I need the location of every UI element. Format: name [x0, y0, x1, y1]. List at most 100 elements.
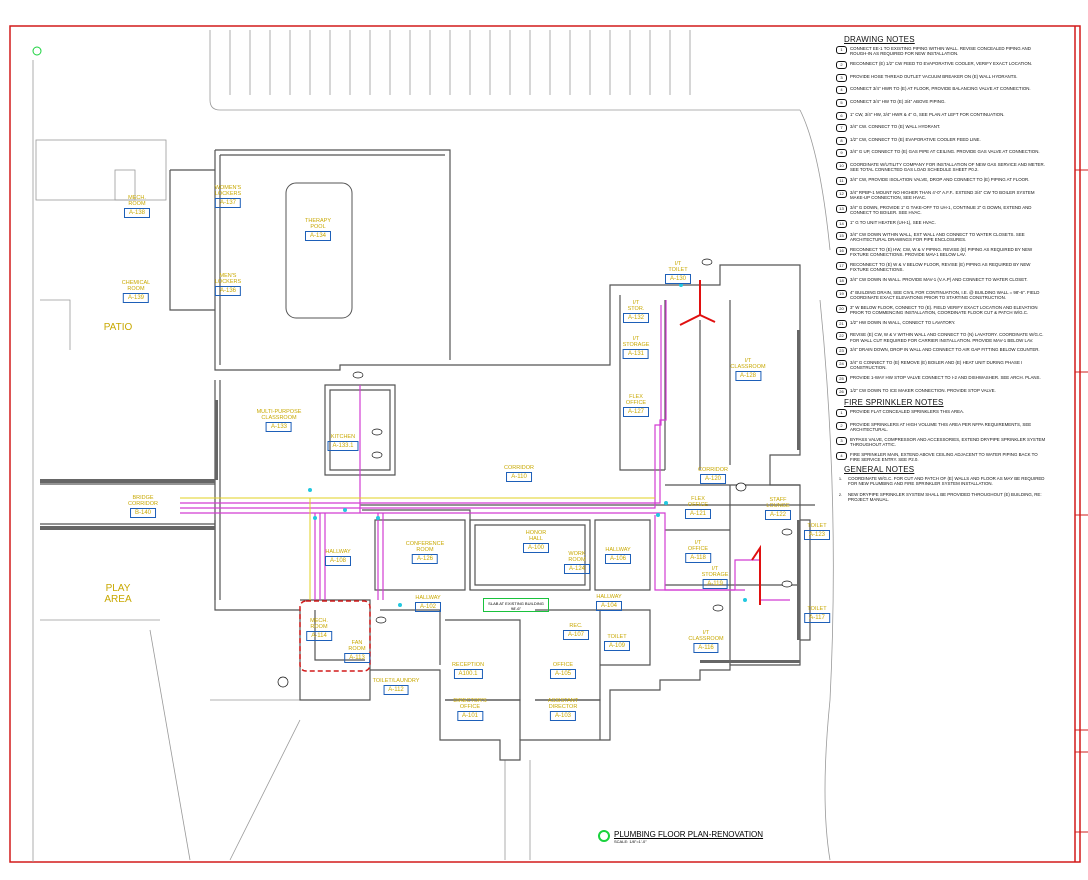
pipe-runs-new [679, 280, 761, 605]
note-number-tag: 11 [836, 176, 847, 185]
note-text: BYPASS VALVE, COMPRESSOR AND ACCESSORIES… [850, 436, 1046, 448]
note-text: PROVIDE SPRINKLERS AT HIGH VOLUME THIS A… [850, 421, 1032, 433]
sheet-border [9, 25, 1081, 863]
note-text: 4" BUILDING DRAIN, SEE CIVIL FOR CONTINU… [850, 289, 1040, 300]
drawing-number-marker-icon [598, 830, 610, 842]
note-number-tag: 15 [836, 232, 847, 241]
demolition-boundary [299, 600, 371, 672]
note-text: 3/4" CW, PROVIDE ISOLATION VALVE, DROP A… [850, 176, 1030, 182]
note-number-tag: 26 [836, 387, 847, 396]
note-number-tag: 3 [836, 436, 847, 445]
drawing-title-block: PLUMBING FLOOR PLAN-RENOVATION SCALE: 1/… [598, 830, 763, 844]
note-text: RECONNECT TO (E) HW, CW, W & V PIPING. R… [850, 247, 1033, 258]
note-text: FIRE SPRINKLER MAIN, EXTEND ABOVE CEILIN… [850, 451, 1038, 463]
window-walls [40, 330, 800, 663]
note-text: NEW DRYPIPE SPRINKLER SYSTEM SHALL BE PR… [848, 491, 1042, 502]
title-block-lines [1075, 169, 1088, 833]
note-number-tag: 17 [836, 262, 847, 271]
general-notes-list: 1.COORDINATE W/G.C. FOR CUT AND PATCH OF… [836, 476, 1046, 502]
note-number-tag: 25 [836, 374, 847, 383]
drawing-notes-heading: DRAWING NOTES [844, 35, 915, 44]
note-text: 3/4" CW DOWN WITHIN WALL, EXT WALL AND C… [850, 232, 1025, 243]
note-item: 1.COORDINATE W/G.C. FOR CUT AND PATCH OF… [836, 476, 1046, 486]
note-text: REVISE (E) CW, W & V WITHIN WALL AND CON… [850, 332, 1044, 343]
note-number-tag: 12 [836, 189, 847, 198]
note-text: RECONNECT (E) 1/2" CW FEED TO EVAPORATIV… [850, 61, 1033, 67]
note-text: PROVIDE HOSE THREAD OUTLET VACUUM BREAKE… [850, 73, 1018, 79]
pipe-runs-gas [180, 497, 655, 600]
note-number-tag: 7 [836, 124, 847, 133]
note-number-tag: 4 [836, 451, 847, 460]
note-item: 2.NEW DRYPIPE SPRINKLER SYSTEM SHALL BE … [836, 492, 1046, 502]
note-number-tag: 4 [836, 86, 847, 95]
general-notes-heading: GENERAL NOTES [844, 464, 915, 474]
note-text: 3/4" CW DOWN IN WALL. PROVIDE MAV-1 (V.A… [850, 277, 1028, 283]
note-text: 3/4" G DOWN, PROVIDE 1" G TAKE-OFF TO UH… [850, 204, 1032, 215]
note-text: PROVIDE 1-WAY HW STOP VALVE CONNECT TO I… [850, 374, 1041, 380]
note-text: CONNECT 3/4" HW TO (E) 3/4" ABOVE PIPING… [850, 98, 946, 104]
grid-origin-marker [32, 46, 42, 56]
note-number-tag: 8 [836, 136, 847, 145]
note-text: 1/2" CW DOWN TO ICE MAKER CONNECTION. PR… [850, 387, 996, 393]
area-label-patio: PATIO [103, 322, 133, 333]
note-text: 3/4" DRAIN DOWN, DROP IN WALL AND CONNEC… [850, 347, 1040, 353]
note-text: CONNECT EE-1 TO EXISTING PIPING WITHIN W… [850, 46, 1031, 57]
note-text: 3/4" RPBP-1 MOUNT NO HIGHER THAN 4'-0" A… [850, 189, 1035, 200]
note-number-tag: 14 [836, 219, 847, 228]
drawing-title: PLUMBING FLOOR PLAN-RENOVATION [614, 830, 764, 839]
therapy-pool-outline [285, 182, 353, 319]
note-number-tag: 20 [836, 304, 847, 313]
note-callout-tags [277, 258, 793, 688]
note-number-tag: 2 [836, 61, 847, 70]
note-text: 1" G TO UNIT HEATER (UH-1), SEE HVAC. [850, 219, 936, 225]
note-number-tag: 1 [836, 409, 847, 418]
